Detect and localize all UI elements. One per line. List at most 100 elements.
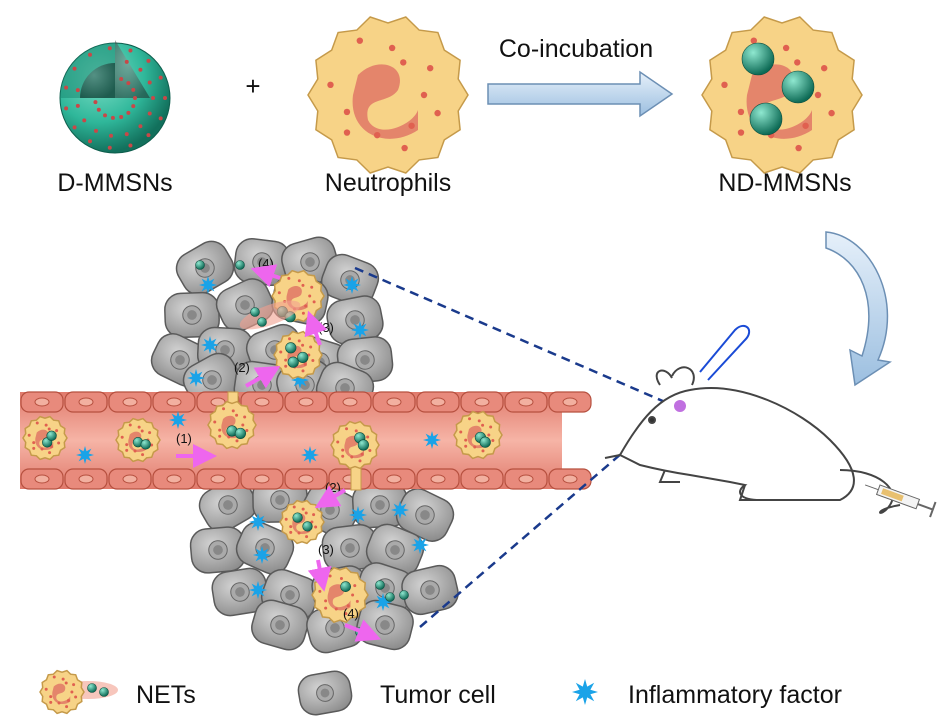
granule (373, 131, 381, 139)
inflammatory-factor-legend-icon (572, 679, 598, 705)
granule (350, 455, 354, 459)
granule (227, 435, 231, 439)
granule (309, 345, 313, 349)
inflammatory-factor-icon (351, 321, 369, 339)
granule (420, 91, 428, 99)
lower-step-4-label: (4) (343, 606, 359, 621)
tumor-lower (189, 477, 459, 654)
granule (125, 448, 129, 452)
inflammatory-factor-icon (423, 431, 441, 449)
granule (491, 438, 495, 442)
inflammatory-factor-icon (201, 336, 219, 354)
granule (828, 109, 835, 117)
granule (48, 451, 52, 455)
granule (318, 589, 322, 593)
granule (52, 675, 56, 679)
neutrophil-icon (307, 16, 469, 174)
granule (72, 683, 76, 687)
granule (49, 700, 53, 704)
granule (284, 364, 288, 368)
granule (301, 283, 305, 287)
granule (311, 358, 315, 362)
granule (287, 276, 291, 280)
tumor-cell (326, 295, 384, 345)
granule (35, 421, 39, 425)
nanoparticle (234, 427, 246, 439)
pink-arrow-icon (250, 264, 281, 288)
granule (235, 413, 239, 417)
migration-arrows (176, 264, 382, 642)
granule (341, 454, 345, 458)
granule (310, 520, 314, 524)
step-3-label: (3) (318, 320, 334, 335)
granule (334, 607, 338, 611)
nanoparticle (375, 580, 385, 590)
granule (737, 129, 745, 136)
granule (489, 425, 493, 429)
nanoparticle (741, 42, 775, 76)
granule (312, 300, 316, 304)
granule (141, 453, 145, 457)
nucleus (352, 64, 418, 139)
granule (308, 294, 312, 298)
dmmsns-label: D-MMSNs (57, 169, 172, 197)
step-4-label: (4) (258, 256, 274, 271)
step-1-label: (1) (176, 431, 192, 446)
nanoparticle (250, 307, 260, 317)
nucleus (327, 584, 351, 611)
inflammatory-factor-icon (572, 679, 598, 705)
inflammatory-factor-icon (249, 513, 267, 531)
granule (222, 407, 226, 411)
nucleus (35, 429, 54, 451)
granule (49, 695, 53, 699)
nanoparticle (357, 439, 369, 451)
granule (65, 705, 69, 709)
granule (289, 530, 293, 534)
granule (339, 577, 343, 581)
blood-vessel (20, 391, 592, 490)
granule (297, 531, 301, 535)
nucleus (467, 425, 487, 449)
granule (794, 59, 801, 66)
legend: NETs Tumor cell Inflammatory factor (39, 669, 842, 716)
granule (473, 445, 477, 449)
pink-arrow-icon (244, 365, 281, 389)
granule (344, 612, 348, 616)
nucleus (128, 431, 147, 453)
granule (388, 44, 396, 52)
granule (128, 423, 132, 427)
granule (120, 435, 124, 439)
granule (401, 144, 408, 152)
lower-step-3-label: (3) (318, 542, 334, 557)
nanoparticle (340, 581, 351, 592)
nanoparticle (385, 592, 395, 602)
granule (133, 449, 137, 453)
granule (137, 425, 141, 429)
plus-sign: + (245, 71, 260, 101)
granule (459, 430, 463, 434)
granule (70, 690, 74, 694)
nets-legend-icon (39, 669, 118, 715)
granule (231, 409, 235, 413)
granule (284, 517, 288, 521)
granule (795, 144, 802, 152)
tumor-cell (251, 599, 309, 651)
pink-arrow-icon (307, 559, 332, 592)
granule (32, 446, 36, 450)
net-fibers (239, 300, 301, 330)
granule (301, 343, 305, 347)
granule (366, 435, 370, 439)
granule (55, 429, 59, 433)
inflammatory-factor-icon (343, 276, 361, 294)
tumor-cell-legend-icon (297, 670, 353, 716)
granule (305, 535, 309, 539)
nanoparticle (749, 102, 783, 136)
granule (57, 701, 61, 705)
granule (434, 109, 441, 117)
granule (292, 505, 296, 509)
granule (64, 681, 68, 685)
granule (324, 606, 328, 610)
inflammatory-factor-icon (391, 501, 409, 519)
granule (148, 431, 152, 435)
